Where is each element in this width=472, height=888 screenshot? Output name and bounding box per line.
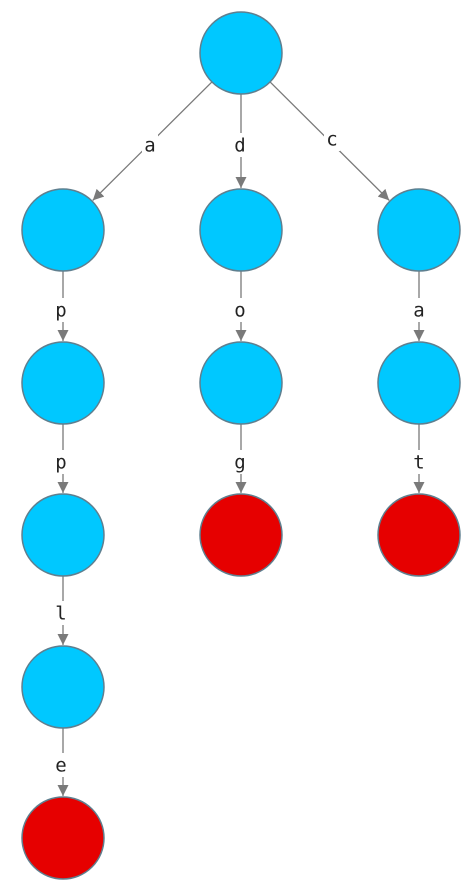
terminal-node-apple [21, 796, 105, 880]
node-app [21, 493, 105, 577]
node-a [21, 188, 105, 272]
edge-label-d-do: o [234, 300, 245, 322]
edge-label-background [142, 133, 158, 157]
edge-label-app-appl: l [55, 603, 66, 625]
terminal-node-cat [377, 493, 461, 577]
edge-label-background [232, 450, 248, 474]
edge-label-background [53, 450, 69, 474]
nodes-layer [21, 11, 461, 880]
edge-label-background [411, 450, 427, 474]
edge-label-c-ca: a [413, 300, 424, 322]
edge-label-a-ap: p [55, 300, 66, 322]
node-c [377, 188, 461, 272]
edge-label-background [53, 601, 69, 625]
node-do [199, 341, 283, 425]
edge-label-appl-apple: e [55, 755, 66, 777]
edge-label-ap-app: p [55, 452, 66, 474]
edge-label-background [53, 298, 69, 322]
node-root [199, 11, 283, 95]
edge-label-root-d: d [234, 135, 245, 157]
node-ap [21, 341, 105, 425]
edge-label-background [232, 298, 248, 322]
edge-label-do-dog: g [234, 452, 245, 474]
edge-label-background [232, 133, 248, 157]
edge-label-root-a: a [144, 135, 155, 157]
node-appl [21, 645, 105, 729]
node-ca [377, 341, 461, 425]
edge-label-background [411, 298, 427, 322]
edge-label-root-c: c [326, 129, 337, 151]
edge-label-background [324, 127, 340, 151]
edge-labels-layer: a p p l e d o g c a t [53, 127, 427, 777]
edge-label-ca-cat: t [413, 452, 424, 474]
terminal-node-dog [199, 493, 283, 577]
node-d [199, 188, 283, 272]
edge-label-background [53, 753, 69, 777]
